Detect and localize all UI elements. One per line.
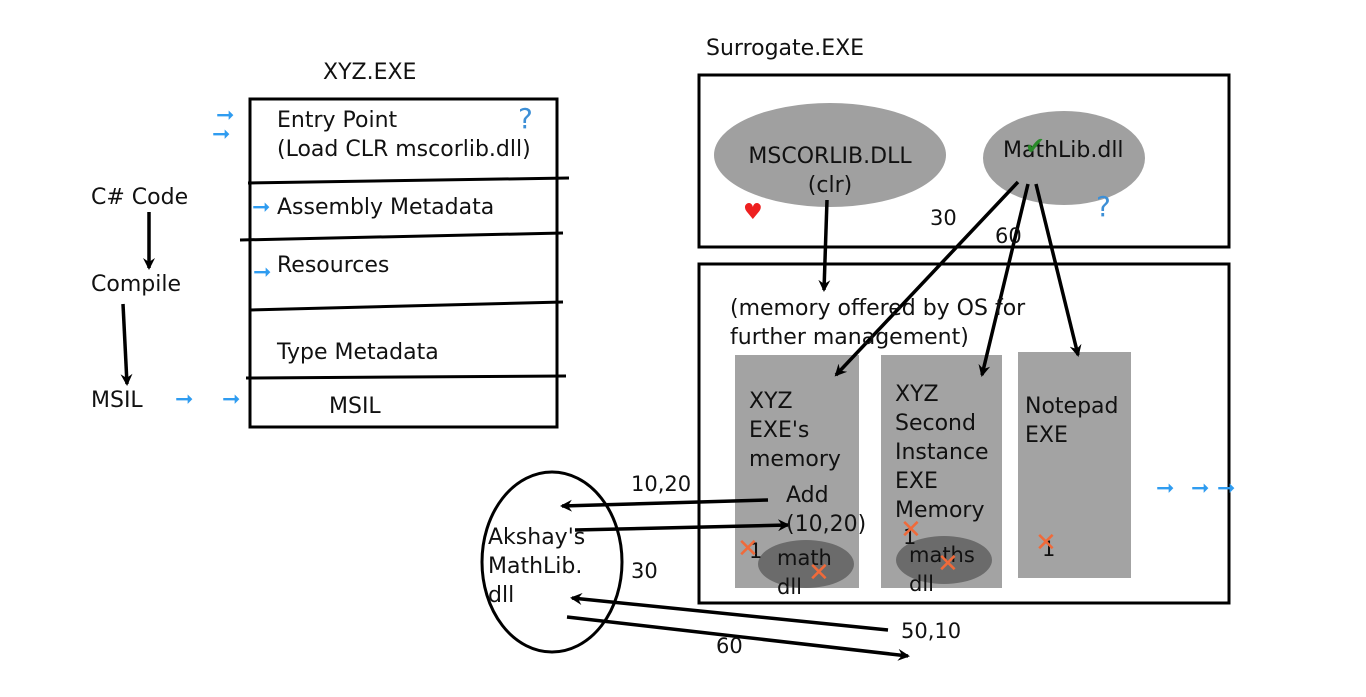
value-50-10: 50,10 [901, 619, 962, 643]
notepad-memory-label: Notepad EXE [1025, 394, 1119, 448]
question-icon: ? [1096, 190, 1111, 223]
maths-dll-label: maths dll [909, 543, 975, 596]
arrow-right-icon: ➞ [1156, 476, 1175, 501]
math-dll-label: math dll [777, 546, 832, 599]
arrow-right-icon: ➞ [212, 122, 231, 147]
xyz-first-memory-label: XYZ EXE's memory [749, 389, 841, 472]
divider-line [245, 374, 567, 380]
mscorlib-ellipse [714, 103, 946, 207]
heart-icon: ♥ [743, 200, 763, 225]
mscorlib-label: MSCORLIB.DLL (clr) [748, 144, 912, 198]
return-50-10-arrow [570, 593, 889, 632]
csharp-code-label: C# Code [91, 185, 189, 210]
type-metadata-label: Type Metadata [277, 340, 439, 365]
compile-label: Compile [91, 272, 181, 297]
add-call-label: Add (10,20) [786, 483, 867, 537]
xyz-second-memory-label: XYZ Second Instance EXE Memory [895, 382, 989, 523]
check-icon: ✔ [1025, 132, 1046, 160]
mathlib-label: MathLib.dll [1003, 138, 1124, 163]
arrow-right-icon: ➞ [222, 387, 241, 412]
mathlib-to-notepad-arrow [1034, 183, 1082, 357]
xyz-exe-title: XYZ.EXE [323, 60, 417, 85]
math-dll-ellipse [758, 540, 854, 588]
resources-label: Resources [277, 253, 390, 278]
notepad-memory-block [1018, 352, 1131, 578]
flow-arrow [120, 303, 133, 386]
cross-icon: ✕ [937, 549, 959, 579]
mscorlib-to-memory-arrow [818, 199, 831, 292]
divider-line [249, 300, 564, 312]
arrow-right-icon: ➞ [253, 260, 272, 285]
maths-dll-ellipse [896, 536, 992, 584]
msil-section-label: MSIL [329, 394, 381, 419]
assembly-metadata-label: Assembly Metadata [277, 195, 495, 220]
value-30-top: 30 [930, 206, 957, 230]
arrow-right-icon: ➞ [216, 103, 235, 128]
surrogate-title: Surrogate.EXE [706, 36, 865, 61]
divider-line [239, 231, 564, 242]
memory-caption: (memory offered by OS for further manage… [730, 296, 1026, 350]
surrogate-box [697, 73, 1231, 249]
cross-icon: ✕ [737, 534, 759, 564]
cross-icon: ✕ [808, 558, 830, 588]
msil-flow-label: MSIL [91, 388, 143, 413]
mathlib-ellipse [983, 111, 1145, 205]
arrow-right-icon: ➞ [1217, 476, 1236, 501]
call-add-arrow [574, 519, 790, 532]
mathlib-to-xyz-first-arrow [834, 180, 1020, 377]
result-60-arrow [566, 615, 910, 661]
arrow-right-icon: ➞ [175, 387, 194, 412]
question-icon: ? [518, 102, 533, 135]
marker-one: 1 [1042, 537, 1056, 561]
cross-icon: ✕ [900, 515, 922, 545]
xyz-exe-box [248, 97, 559, 429]
value-10-20: 10,20 [631, 472, 692, 496]
akshay-mathlib-ellipse [480, 470, 624, 654]
return-10-20-arrow [560, 498, 769, 512]
marker-one: 1 [903, 525, 917, 549]
entry-point-label: Entry Point (Load CLR mscorlib.dll) [277, 108, 531, 162]
memory-box [697, 262, 1231, 605]
akshay-mathlib-label: Akshay's MathLib. dll [488, 525, 586, 608]
arrow-right-icon: ➞ [1191, 476, 1210, 501]
divider-line [247, 176, 570, 185]
value-60-bottom: 60 [716, 634, 743, 658]
cross-icon: ✕ [1035, 528, 1057, 558]
mathlib-to-xyz-second-arrow [978, 183, 1030, 377]
marker-one: 1 [749, 539, 763, 563]
value-30-mid: 30 [631, 559, 658, 583]
arrow-right-icon: ➞ [252, 195, 271, 220]
value-60-top: 60 [995, 224, 1022, 248]
